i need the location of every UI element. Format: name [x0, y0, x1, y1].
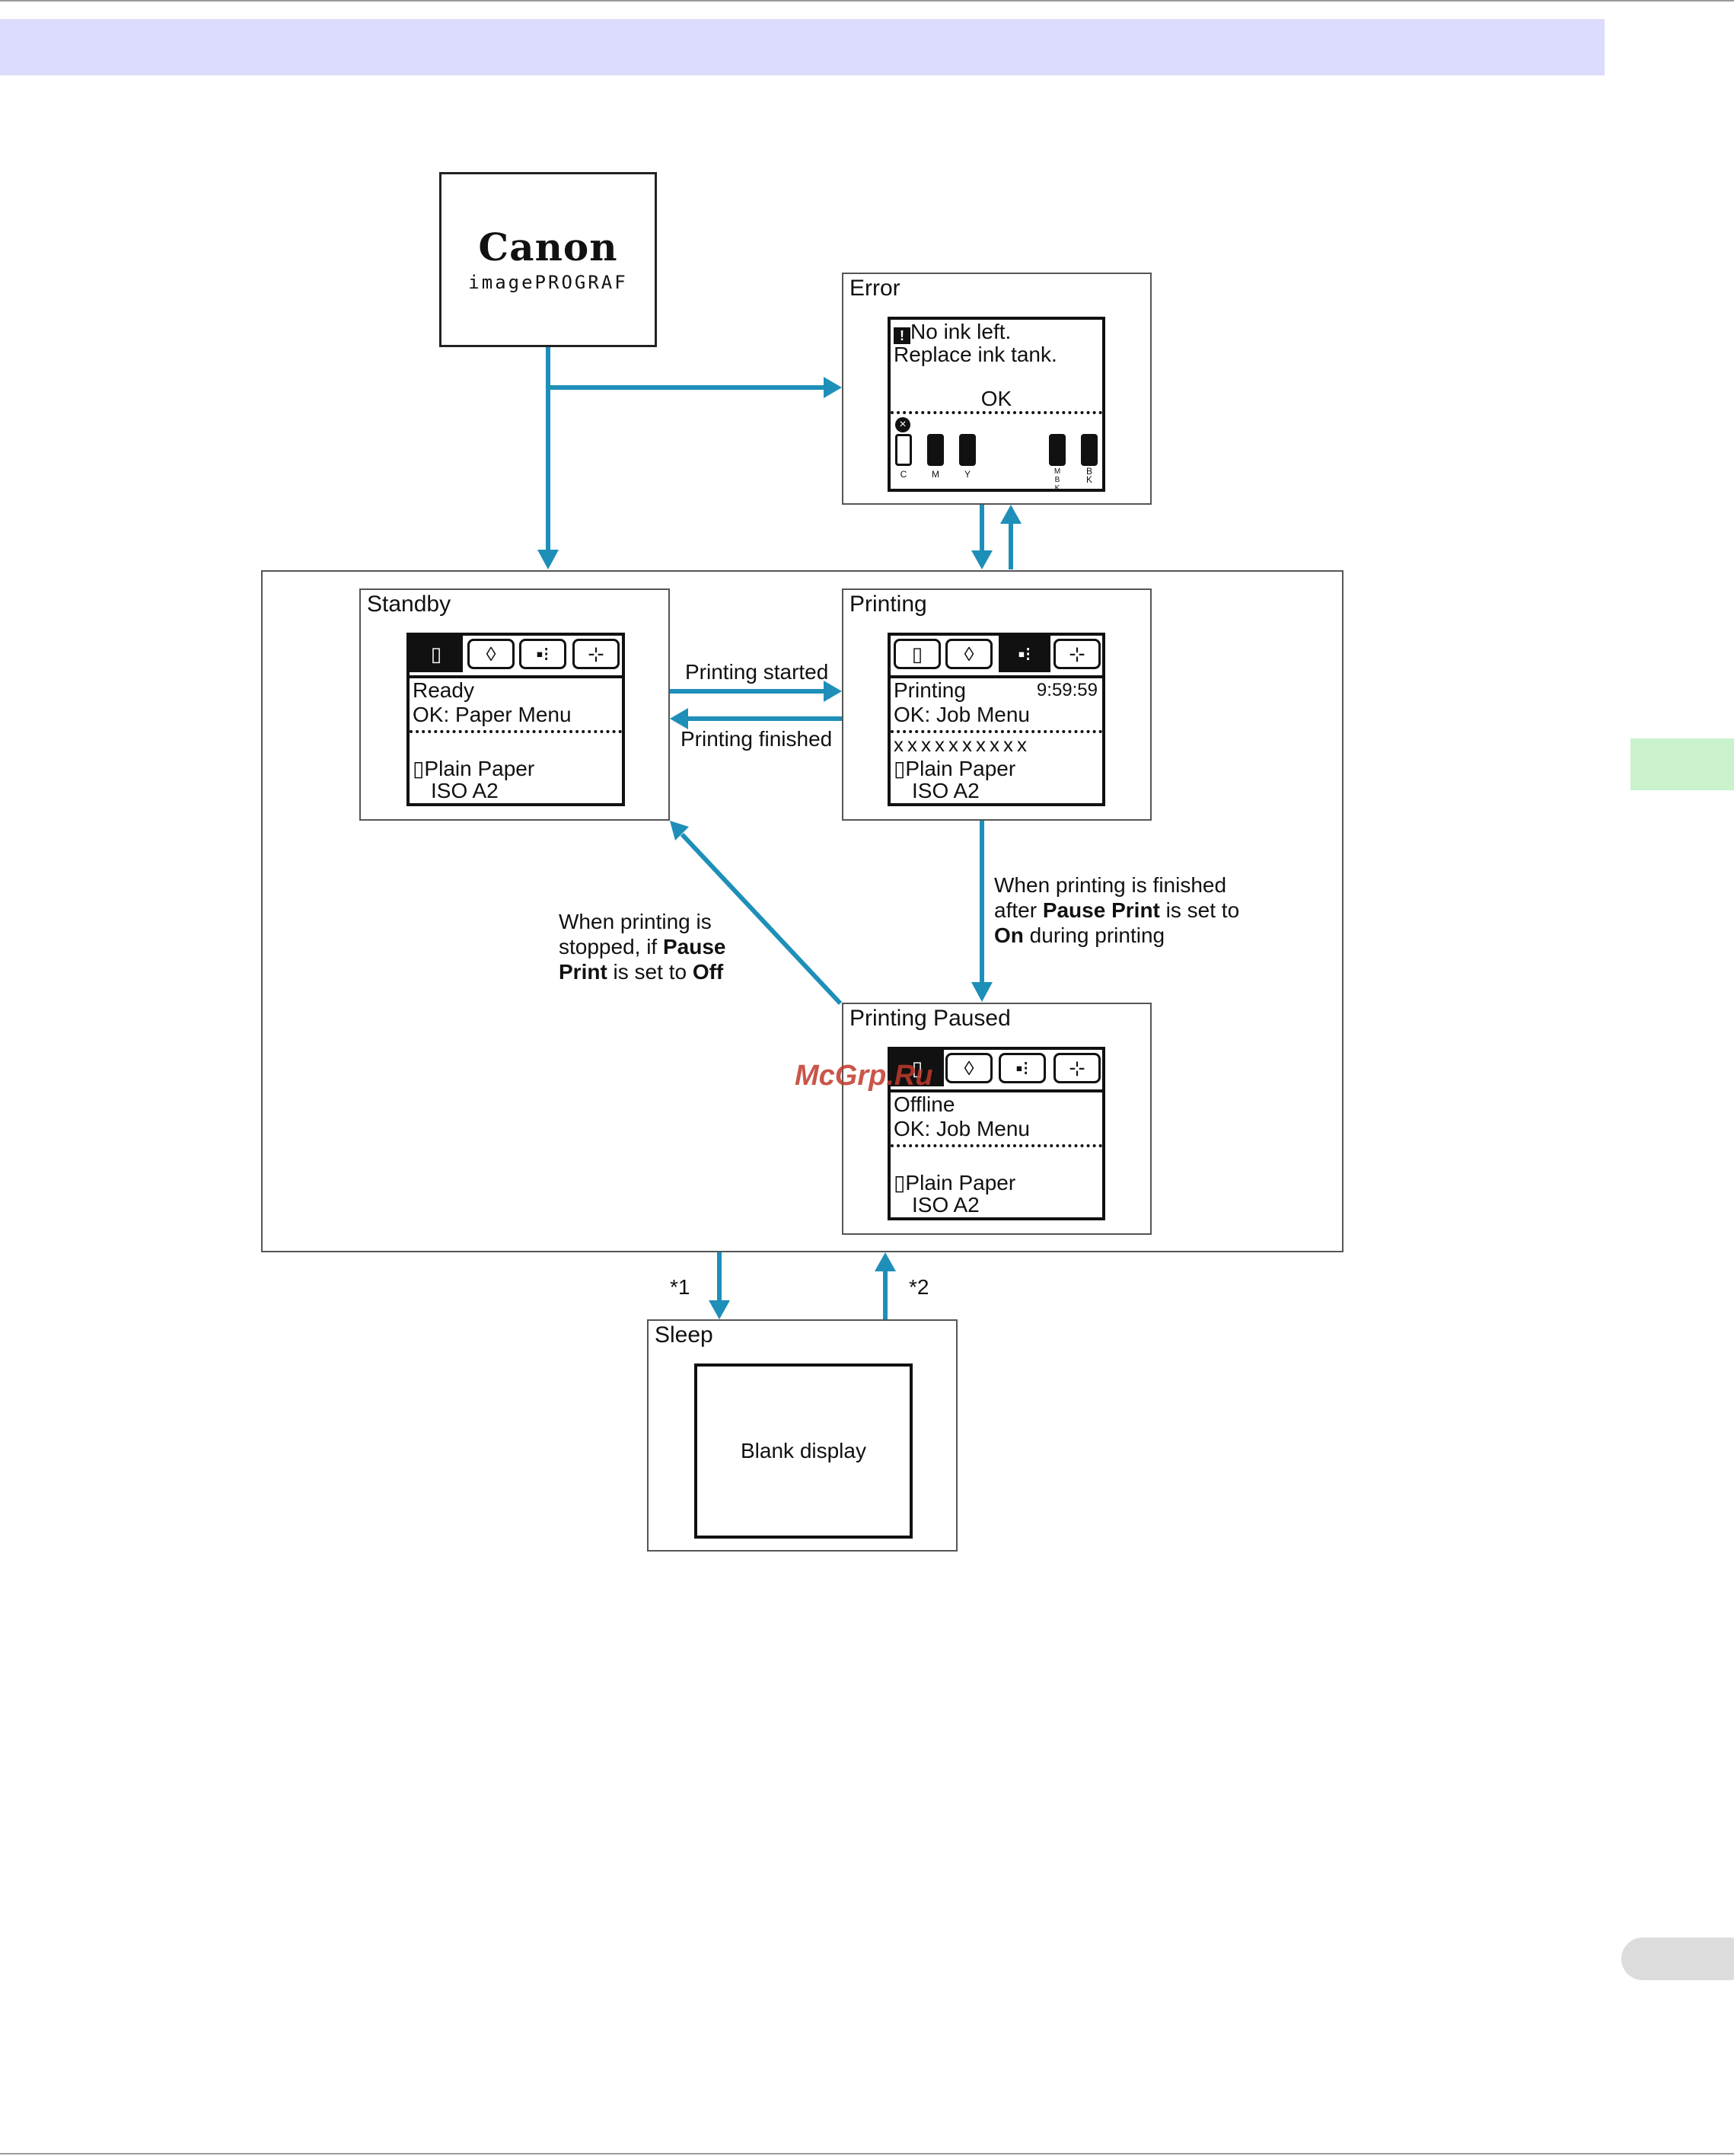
paper-tab-icon[interactable]: ▯ — [891, 1050, 944, 1086]
arrowhead-logo-to-error — [824, 377, 842, 398]
bottom-rule — [0, 2153, 1734, 2154]
job-tab-icon[interactable]: ▪⁝ — [519, 639, 566, 669]
settings-tab-icon[interactable]: ⊹ — [572, 639, 620, 669]
label-printing-started: Printing started — [685, 660, 829, 684]
arrow-paused-to-standby — [680, 832, 843, 1006]
note-2: *2 — [909, 1275, 929, 1299]
ink-label-c: C — [900, 469, 907, 480]
chapter-tab[interactable] — [1630, 738, 1734, 790]
empty-ink-icon: × — [895, 417, 910, 432]
job-tab-icon[interactable]: ▪⁝ — [999, 1053, 1046, 1083]
state-error: Error !No ink left. Replace ink tank. OK… — [842, 273, 1152, 505]
operation-frame — [261, 570, 1344, 1252]
header-band — [0, 19, 1605, 75]
divider — [410, 730, 622, 733]
state-label: Sleep — [655, 1322, 713, 1348]
state-label: Standby — [367, 592, 451, 617]
divider — [891, 730, 1102, 733]
error-line: !No ink left. — [894, 320, 1011, 344]
printing-lcd: ▯ ◊ ▪⁝ ⊹ Printing 9:59:59 OK: Job Menu x… — [888, 633, 1105, 806]
ok-hint: OK: Paper Menu — [413, 703, 572, 726]
ink-label-y: Y — [964, 469, 971, 480]
standby-lcd: ▯ ◊ ▪⁝ ⊹ Ready OK: Paper Menu ▯Plain Pap… — [406, 633, 625, 806]
error-instruction: Replace ink tank. — [894, 343, 1057, 366]
ink-tab-icon[interactable]: ◊ — [945, 639, 993, 669]
paper-tab-icon[interactable]: ▯ — [410, 636, 463, 672]
job-tab-icon[interactable]: ▪⁝ — [999, 636, 1050, 672]
printer-logo-box: Canon imagePROGRAF — [439, 172, 657, 347]
paper-icon: ▯ — [894, 757, 906, 780]
paper-icon: ▯ — [894, 1171, 906, 1194]
arrowhead-logo-to-standby — [537, 550, 559, 569]
arrowhead-paused-to-standby — [670, 821, 689, 840]
brand-logo: Canon — [478, 225, 618, 270]
warning-icon: ! — [894, 327, 910, 344]
ink-tab-icon[interactable]: ◊ — [945, 1053, 993, 1083]
state-label: Printing — [849, 592, 927, 617]
ink-tab-icon[interactable]: ◊ — [467, 639, 515, 669]
product-name: imagePROGRAF — [468, 272, 628, 293]
paper-type: ▯Plain Paper — [894, 757, 1016, 780]
ink-tank-y — [959, 434, 976, 466]
arrowhead-printing-finished — [670, 708, 688, 729]
settings-tab-icon[interactable]: ⊹ — [1053, 639, 1101, 669]
ink-label-bk: BK — [1085, 466, 1092, 485]
paper-tab-icon[interactable]: ▯ — [894, 639, 941, 669]
label-printing-finished: Printing finished — [681, 727, 833, 751]
status-text: Offline — [894, 1092, 955, 1116]
tab-bar: ▯ ◊ ▪⁝ ⊹ — [891, 636, 1102, 678]
paper-size: ISO A2 — [912, 779, 980, 802]
label-to-standby: When printing is stopped, if Pause Print… — [559, 910, 726, 984]
paper-size: ISO A2 — [431, 779, 499, 802]
state-printing: Printing ▯ ◊ ▪⁝ ⊹ Printing 9:59:59 OK: J… — [842, 588, 1152, 821]
arrowhead-error-to-printing — [971, 550, 993, 569]
arrowhead-printing-to-error — [1000, 505, 1022, 524]
error-lcd: !No ink left. Replace ink tank. OK × C M… — [888, 317, 1105, 493]
paper-type: ▯Plain Paper — [894, 1171, 1016, 1194]
ink-tank-bk — [1081, 434, 1098, 466]
tab-bar: ▯ ◊ ▪⁝ ⊹ — [891, 1050, 1102, 1092]
ok-button[interactable]: OK — [980, 387, 1012, 410]
ink-label-mbk: MBK — [1053, 467, 1061, 493]
status-text: Printing — [894, 678, 966, 702]
note-1: *1 — [670, 1275, 690, 1299]
status-text: Ready — [413, 678, 474, 702]
paused-lcd: ▯ ◊ ▪⁝ ⊹ Offline OK: Job Menu ▯Plain Pap… — [888, 1047, 1105, 1220]
job-name: xxxxxxxxxx — [894, 733, 1031, 756]
paper-type: ▯Plain Paper — [413, 757, 535, 780]
top-rule — [0, 0, 1734, 2]
paper-icon: ▯ — [413, 757, 425, 780]
arrowhead-to-sleep — [709, 1300, 730, 1319]
settings-tab-icon[interactable]: ⊹ — [1053, 1053, 1101, 1083]
sleep-lcd: Blank display — [694, 1363, 913, 1539]
page-pill[interactable] — [1621, 1938, 1734, 1980]
arrowhead-printing-started — [824, 681, 842, 702]
ink-tank-mbk — [1049, 434, 1066, 466]
label-to-paused: When printing is finished after Pause Pr… — [994, 873, 1240, 947]
ink-label-m: M — [932, 469, 939, 480]
divider — [891, 411, 1102, 414]
ok-hint: OK: Job Menu — [894, 1117, 1030, 1140]
state-sleep: Sleep Blank display — [647, 1319, 958, 1552]
state-standby: Standby ▯ ◊ ▪⁝ ⊹ Ready OK: Paper Menu ▯P… — [359, 588, 670, 821]
watermark: McGrp.Ru — [795, 1060, 933, 1092]
arrowhead-printing-to-paused — [971, 982, 993, 1002]
remaining-time: 9:59:59 — [1036, 680, 1098, 700]
state-label: Error — [849, 276, 900, 301]
ink-tank-m — [927, 434, 944, 466]
state-label: Printing Paused — [849, 1006, 1011, 1031]
divider — [891, 1144, 1102, 1147]
blank-display-text: Blank display — [741, 1439, 866, 1462]
paper-size: ISO A2 — [912, 1193, 980, 1217]
ink-tank-c — [895, 434, 912, 466]
ok-hint: OK: Job Menu — [894, 703, 1030, 726]
arrowhead-from-sleep — [875, 1252, 896, 1271]
tab-bar: ▯ ◊ ▪⁝ ⊹ — [410, 636, 622, 678]
state-printing-paused: Printing Paused ▯ ◊ ▪⁝ ⊹ Offline OK: Job… — [842, 1003, 1152, 1235]
